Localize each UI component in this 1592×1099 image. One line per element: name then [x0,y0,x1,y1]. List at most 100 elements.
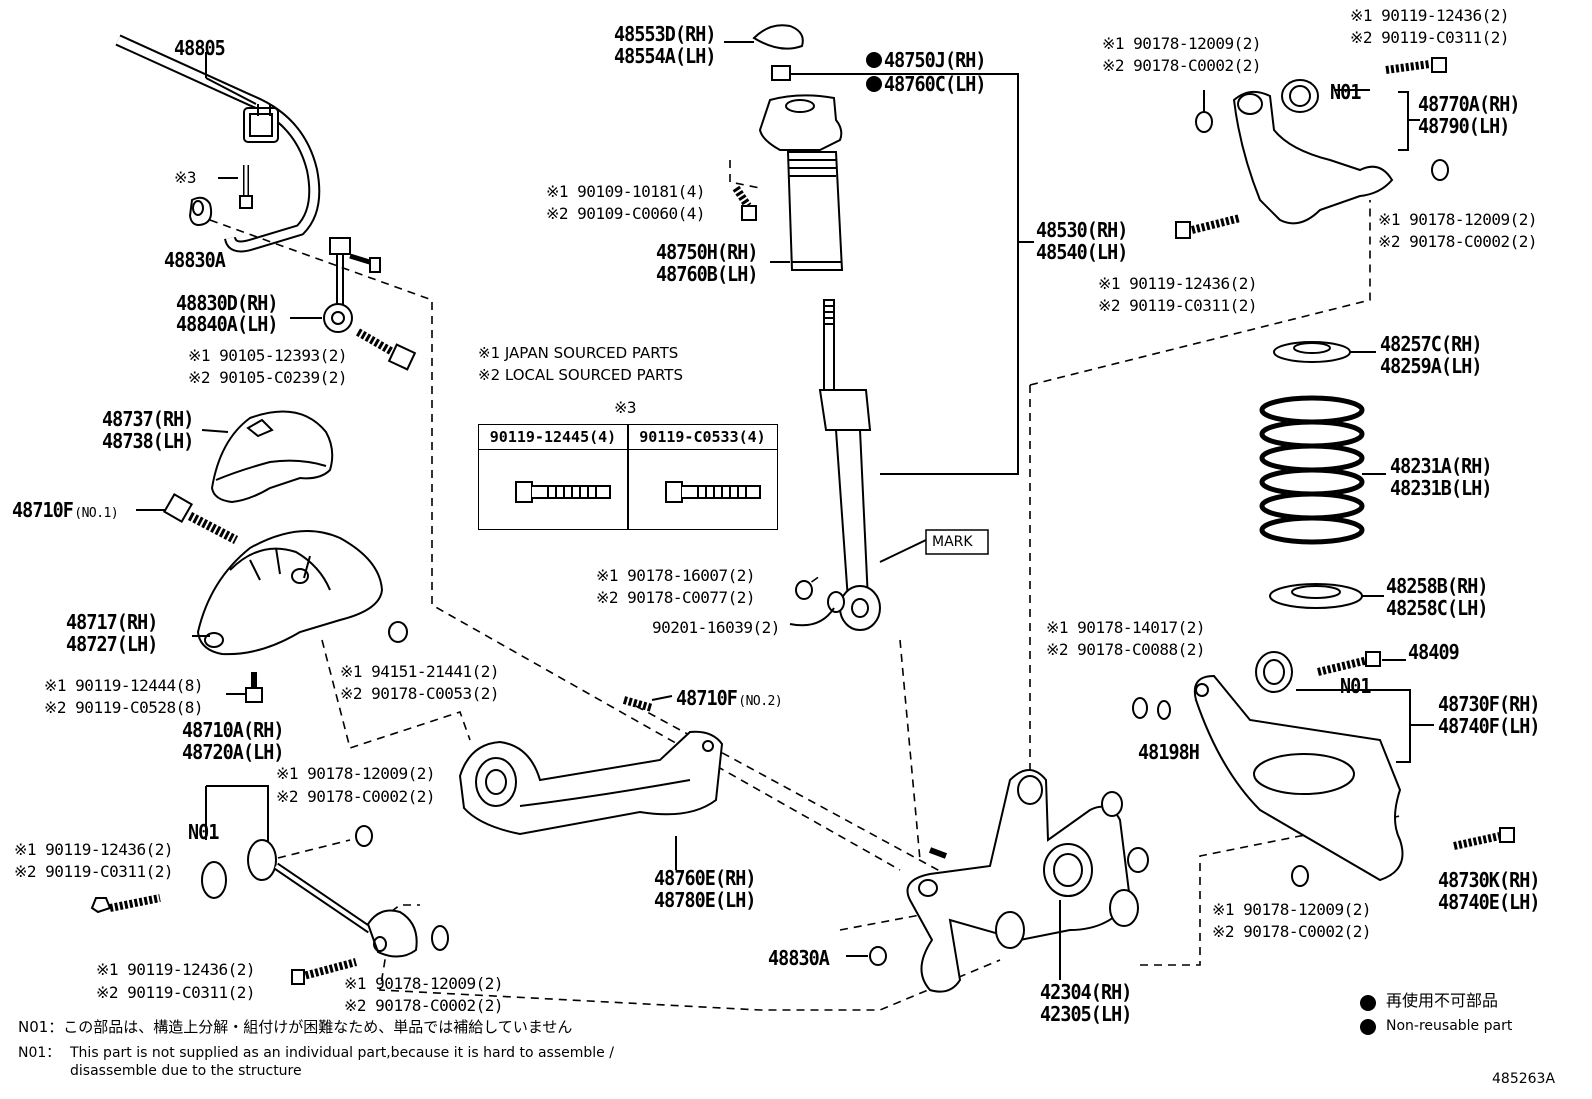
label-upper-bolt-top-2: ※2 90119-C0311(2) [1350,28,1510,47]
label-support-bolt-1: ※1 90109-10181(4) [546,182,706,201]
label-spring-lh: 48231B(LH) [1390,476,1493,500]
label-trailing-lh: 48780E(LH) [654,888,757,912]
label-bolt-no2: 48710F(NO.2) [676,686,783,710]
table-divider [627,425,629,529]
drawing-id: 485263A [1492,1071,1556,1087]
label-stabilizer-bar: 48805 [174,36,226,60]
label-support-rh: 48750J(RH) [884,48,987,72]
label-support-cap-rh: 48553D(RH) [614,22,717,46]
label-boot-lh: 48760B(LH) [656,262,759,286]
label-upper-nut-2: ※2 90178-C0002(2) [1102,56,1262,75]
label-spring-seat-lo-rh: 48258B(RH) [1386,574,1489,598]
strut-support-drawing [724,24,1034,475]
table-bolts [515,481,761,503]
label-support-lh: 48760C(LH) [884,72,987,96]
label-knuckle-rh: 42304(RH) [1040,980,1132,1004]
label-upper-bolt-top-1: ※1 90119-12436(2) [1350,6,1510,25]
cover-drawing [201,410,334,504]
label-toe-n01: N01 [188,820,219,844]
label-lower-bolt2-rh: 48730K(RH) [1438,868,1541,892]
stab-link-drawing [290,237,417,371]
label-stab-link-bolt-2: ※2 90105-C0239(2) [188,368,348,387]
label-boot-rh: 48750H(RH) [656,240,759,264]
table-col2-header: 90119-C0533(4) [628,425,777,450]
label-toe-nut-b-1: ※1 90178-12009(2) [344,974,504,993]
label-note-japan: ※1 JAPAN SOURCED PARTS [478,344,679,362]
label-toe-bolt-2: ※2 90119-C0311(2) [14,862,174,881]
label-abs-nut-1: ※1 90178-16007(2) [596,566,756,585]
label-lower-arm-rh: 48730F(RH) [1438,692,1541,716]
footnote-n01-jp: N01：この部品は、構造上分解・組付けが困難なため、単品では補給していません [18,1018,573,1036]
label-upper-bolt-b-2: ※2 90119-C0311(2) [1098,296,1258,315]
mark-box [925,529,989,555]
label-toe-arm-lh: 48720A(LH) [182,740,285,764]
label-spring-rh: 48231A(RH) [1390,454,1493,478]
label-abs-nut-2: ※2 90178-C0077(2) [596,588,756,607]
label-knuckle-nut: 48830A [768,946,830,970]
coil-spring-drawing [1259,341,1386,609]
label-lower-n01: N01 [1340,674,1371,698]
label-bolt-no2-suffix: (NO.2) [738,694,783,709]
label-member-nut-2: ※2 90178-C0053(2) [340,684,500,703]
label-knuckle-lh: 42305(LH) [1040,1002,1132,1026]
label-upper-nut-r-2: ※2 90178-C0002(2) [1378,232,1538,251]
label-toe-bolt-b-1: ※1 90119-12436(2) [96,960,256,979]
label-spring-seat-lo-lh: 48258C(LH) [1386,596,1489,620]
label-upper-arm-lh: 48790(LH) [1418,114,1510,138]
label-lower-bolt2-lh: 48740E(LH) [1438,890,1541,914]
lower-arm-drawing [1132,651,1515,887]
label-upper-n01: N01 [1330,80,1361,104]
label-member-nut-1: ※1 94151-21441(2) [340,662,500,681]
legend-dot-en [1360,1019,1376,1035]
label-cover-rh: 48737(RH) [102,407,194,431]
label-member-bolt-1: ※1 90119-12444(8) [44,676,204,695]
label-table-ref: ※3 [614,398,637,417]
label-upper-nut-r-1: ※1 90178-12009(2) [1378,210,1538,229]
footnote-n01-en-label: N01： [18,1045,61,1061]
label-lower-bolt: 48409 [1408,640,1460,664]
nonreusable-dot-lh [866,76,882,92]
label-member-rh: 48717(RH) [66,610,158,634]
label-spring-seat-up-rh: 48257C(RH) [1380,332,1483,356]
label-stab-link-lh: 48840A(LH) [176,312,279,336]
label-bolt-no1: 48710F(NO.1) [12,498,119,522]
trailing-arm-drawing [458,695,724,870]
table-col1-header: 90119-12445(4) [479,425,627,450]
label-absorber-rh: 48530(RH) [1036,218,1128,242]
nonreusable-dot-rh [866,52,882,68]
label-stab-link-rh: 48830D(RH) [176,291,279,315]
label-stab-bolt-ref: ※3 [174,168,197,187]
label-lower-nut-2: ※2 90178-C0088(2) [1046,640,1206,659]
label-member-bolt-2: ※2 90119-C0528(8) [44,698,204,717]
label-bolt-no1-number: 48710F [12,498,74,522]
bolt-reference-table: 90119-12445(4) 90119-C0533(4) [478,424,778,530]
label-lower-nut-b-2: ※2 90178-C0002(2) [1212,922,1372,941]
shock-absorber-drawing [789,299,927,631]
label-upper-arm-rh: 48770A(RH) [1418,92,1521,116]
label-bolt-no2-number: 48710F [676,686,738,710]
label-stab-bushing: 48830A [164,248,226,272]
label-toe-bolt-1: ※1 90119-12436(2) [14,840,174,859]
footnote-n01-en-line1: This part is not supplied as an individu… [70,1045,614,1061]
label-abs-washer: 90201-16039(2) [652,618,780,637]
label-toe-nut-2: ※2 90178-C0002(2) [276,787,436,806]
label-toe-bolt-b-2: ※2 90119-C0311(2) [96,983,256,1002]
stabilizer-bar-drawing [115,34,321,253]
label-toe-nut-1: ※1 90178-12009(2) [276,764,436,783]
legend-jp: 再使用不可部品 [1386,991,1499,1010]
label-absorber-lh: 48540(LH) [1036,240,1128,264]
label-bolt-no1-suffix: (NO.1) [74,506,119,521]
label-toe-nut-b-2: ※2 90178-C0002(2) [344,996,504,1015]
knuckle-drawing [846,769,1149,993]
legend-en: Non-reusable part [1386,1018,1513,1034]
label-lower-nut-1: ※1 90178-14017(2) [1046,618,1206,637]
bolt-no1-drawing [136,492,239,544]
label-mark: MARK [932,534,973,550]
label-spring-seat-up-lh: 48259A(LH) [1380,354,1483,378]
member-drawing [192,529,408,703]
label-lower-washer: 48198H [1138,740,1200,764]
label-lower-nut-b-1: ※1 90178-12009(2) [1212,900,1372,919]
label-trailing-rh: 48760E(RH) [654,866,757,890]
label-cover-lh: 48738(LH) [102,429,194,453]
